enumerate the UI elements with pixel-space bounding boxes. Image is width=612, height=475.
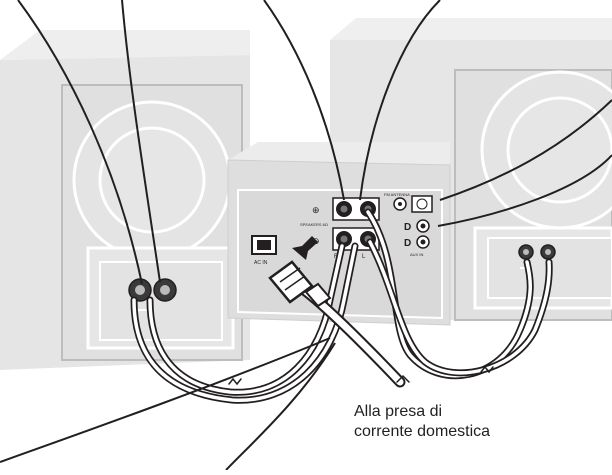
ac-inlet: AC IN — [251, 235, 277, 266]
callout-unit-terminals-right — [359, 0, 441, 201]
plus-symbol: ⊕ — [312, 205, 320, 215]
outlet-caption-line-2: corrente domestica — [354, 423, 491, 440]
fm-antenna-label: FM ANTENNA — [384, 192, 410, 197]
callout-aux — [437, 154, 612, 227]
aux-in-label: AUX IN — [410, 252, 423, 257]
callout-bottom-right — [225, 342, 336, 471]
svg-text:D: D — [404, 238, 411, 249]
power-plug — [268, 260, 332, 308]
callout-unit-terminals-left — [263, 0, 345, 201]
impedance-label: SPEAKERS 6Ω — [300, 222, 328, 227]
callout-left-speaker-outer — [17, 0, 143, 285]
outlet-caption: Alla presa di corrente domestica — [354, 402, 554, 442]
ac-in-label: AC IN — [254, 260, 268, 266]
svg-text:D: D — [404, 222, 411, 233]
left-channel-label: L — [362, 254, 366, 260]
outlet-caption-line-1: Alla presa di — [354, 403, 443, 420]
callout-antenna — [439, 99, 612, 201]
callout-left-speaker-inner — [121, 0, 161, 283]
left-speaker-terminals — [128, 278, 177, 311]
left-speaker — [0, 30, 250, 370]
callout-bottom-left — [0, 337, 331, 463]
insert-arrow — [292, 236, 318, 260]
antenna-aux-jacks: FM ANTENNA D D AUX IN — [384, 192, 433, 257]
